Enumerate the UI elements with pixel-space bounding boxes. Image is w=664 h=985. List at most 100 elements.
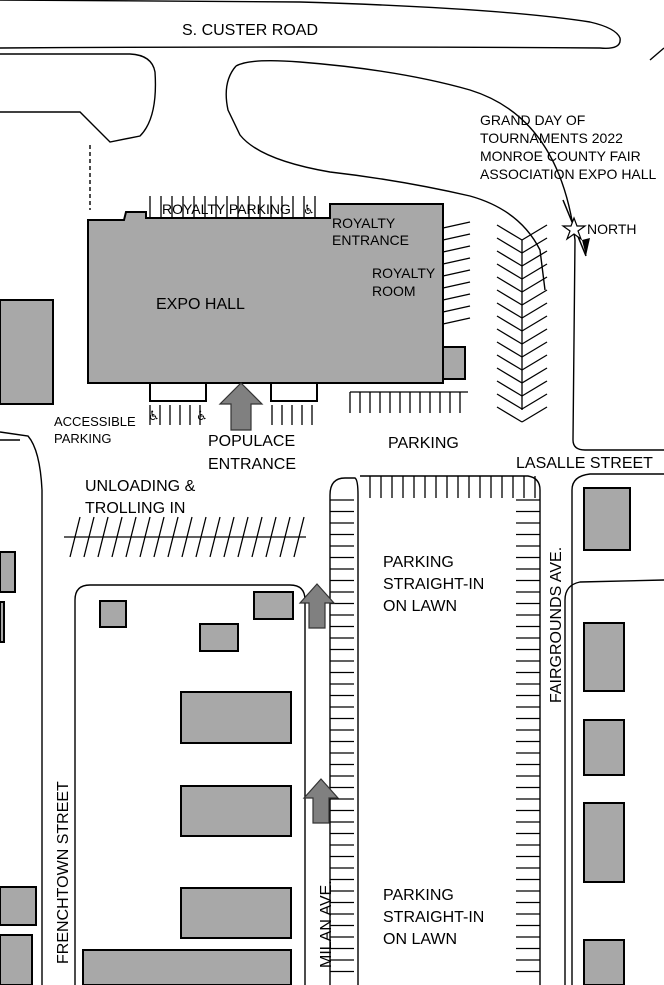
angled-stall-east	[521, 302, 548, 319]
building-block-7	[82, 949, 292, 985]
angled-stall-west	[496, 367, 523, 384]
building-block-4	[180, 691, 292, 744]
lawn-parking-1-line-3: ON LAWN	[383, 598, 457, 615]
event-title-line-1: GRAND DAY OF	[480, 112, 585, 128]
populace-entrance-label-1: POPULACE	[208, 433, 295, 450]
accessible-parking-label-2: PARKING	[54, 431, 112, 446]
east-hall-stall	[442, 233, 471, 241]
building-west-5	[0, 934, 33, 985]
angled-stall-west	[496, 250, 523, 267]
royalty-parking-label: ROYALTY PARKING	[162, 201, 291, 217]
angled-stall-west	[496, 393, 523, 410]
accessible-icon-royalty: ♿	[303, 202, 315, 217]
angled-stall-west	[496, 341, 523, 358]
angled-stall-west	[496, 380, 523, 397]
angled-stall-west	[496, 406, 523, 423]
angled-stall-west	[496, 354, 523, 371]
frenchtown-street-label: FRENCHTOWN STREET	[55, 781, 72, 964]
buildings	[0, 299, 631, 985]
angled-stall-west	[496, 289, 523, 306]
royalty-room-label-1: ROYALTY	[372, 265, 436, 281]
populace-entrance-label-2: ENTRANCE	[208, 456, 296, 473]
lawn-parking-2-line-2: STRAIGHT-IN	[383, 909, 484, 926]
accessible-icon-1: ♿	[148, 408, 160, 423]
east-hall-stall	[442, 281, 471, 289]
north-label: NORTH	[587, 221, 637, 237]
angled-stall-west	[496, 276, 523, 293]
event-title-line-3: MONROE COUNTY FAIR	[480, 148, 641, 164]
angled-stall-east	[521, 354, 548, 371]
angled-stall-east	[521, 250, 548, 267]
angled-stall-east	[521, 341, 548, 358]
angled-stall-west	[496, 237, 523, 254]
custer-road-south-curb	[0, 0, 621, 49]
expo-hall-annex	[442, 346, 466, 380]
angled-stall-east	[521, 276, 548, 293]
angled-stall-west	[496, 224, 523, 241]
milan-arrow-south	[302, 778, 340, 824]
event-title: GRAND DAY OF TOURNAMENTS 2022 MONROE COU…	[480, 112, 657, 182]
lasalle-street-label: LASALLE STREET	[516, 455, 653, 472]
accessible-icon-2: ♿	[196, 408, 208, 423]
lawn-parking-2-line-3: ON LAWN	[383, 931, 457, 948]
angled-stall-east	[521, 224, 548, 241]
lawn-parking-2-line-1: PARKING	[383, 887, 454, 904]
building-east-1	[583, 487, 631, 551]
parking-stalls	[64, 196, 548, 973]
building-east-5	[583, 939, 625, 985]
angled-stall-east	[521, 315, 548, 332]
parking-label: PARKING	[388, 435, 459, 452]
building-block-2	[253, 591, 294, 620]
angled-stall-east	[521, 263, 548, 280]
angled-stall-east	[521, 367, 548, 384]
vestibule-west	[149, 382, 207, 402]
accessible-parking-label-1: ACCESSIBLE	[54, 414, 136, 429]
royalty-entrance-label-2: ENTRANCE	[332, 232, 409, 248]
lawn-parking-1-line-1: PARKING	[383, 554, 454, 571]
royalty-room-label-2: ROOM	[372, 283, 416, 299]
milan-arrow-north	[298, 583, 336, 629]
unloading-label-1: UNLOADING &	[85, 478, 196, 495]
building-west-2	[0, 551, 16, 593]
angled-stall-east	[521, 406, 548, 423]
angled-stall-east	[521, 393, 548, 410]
building-block-5	[180, 785, 292, 837]
expo-hall-building	[87, 203, 444, 384]
east-hall-stall	[442, 317, 471, 325]
building-west-3	[0, 601, 5, 643]
building-east-3	[583, 719, 625, 776]
east-hall-stall	[442, 305, 471, 313]
custer-road-label: S. CUSTER ROAD	[182, 22, 318, 39]
north-arrow-icon	[561, 199, 590, 257]
royalty-entrance-label-1: ROYALTY	[332, 215, 396, 231]
building-block-1	[99, 600, 127, 628]
building-east-4	[583, 802, 625, 883]
building-west-4	[0, 886, 37, 926]
east-hall-stall	[442, 257, 471, 265]
east-hall-stall	[442, 245, 471, 253]
event-title-line-4: ASSOCIATION EXPO HALL	[480, 166, 657, 182]
milan-ave-label: MILAN AVE.	[318, 880, 335, 968]
entrance-arrows	[218, 382, 340, 824]
expo-hall-label: EXPO HALL	[156, 296, 245, 313]
building-block-3	[199, 623, 239, 652]
angled-stall-east	[521, 380, 548, 397]
angled-stall-east	[521, 289, 548, 306]
lawn-parking-1-line-2: STRAIGHT-IN	[383, 576, 484, 593]
ne-curb-island	[235, 59, 664, 451]
vestibule-east	[270, 382, 318, 402]
building-west-1	[0, 299, 54, 405]
east-hall-stall	[442, 293, 471, 301]
angled-stall-west	[496, 328, 523, 345]
fairgrounds-ave-label: FAIRGROUNDS AVE.	[548, 547, 565, 703]
angled-stall-east	[521, 328, 548, 345]
east-hall-stall	[442, 269, 471, 277]
west-block-curb	[74, 584, 306, 985]
building-block-6	[180, 887, 292, 939]
east-hall-stall	[442, 221, 471, 229]
building-east-2	[583, 622, 625, 692]
angled-stall-west	[496, 315, 523, 332]
angled-stall-east	[521, 237, 548, 254]
